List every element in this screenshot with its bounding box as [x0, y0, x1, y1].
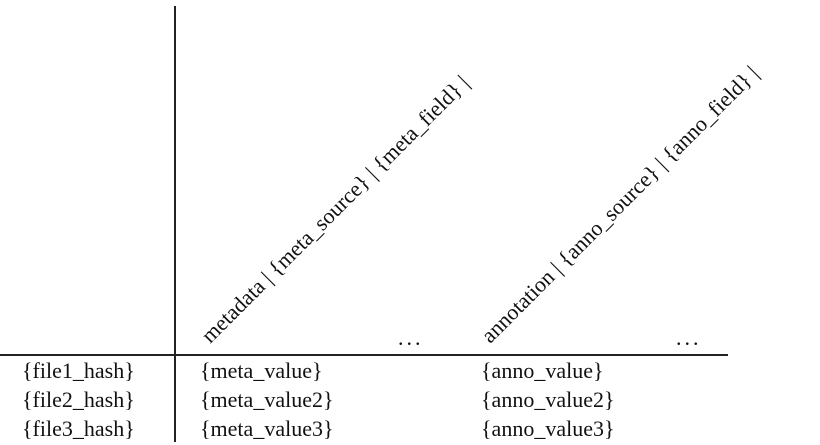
table-row-1-hash: {file1_hash} [22, 358, 135, 383]
table-row-1-meta: {meta_value} [200, 358, 323, 383]
table-row-2-meta: {meta_value2} [200, 387, 334, 412]
table-row-3-hash: {file3_hash} [22, 416, 135, 441]
annotation-column-header: annotation | {anno_source} | {anno_field… [476, 60, 764, 348]
vertical-divider [174, 6, 176, 442]
table-row-1-anno: {anno_value} [481, 358, 604, 383]
table-row-3-anno: {anno_value3} [481, 416, 615, 441]
metadata-column-header: metadata | {meta_source} | {meta_field} … [196, 70, 474, 348]
table-row-2-hash: {file2_hash} [22, 387, 135, 412]
ellipsis-metadata: ... [398, 325, 424, 350]
table-row-2-anno: {anno_value2} [481, 387, 615, 412]
header-rule [0, 354, 728, 356]
ellipsis-annotation: ... [676, 325, 702, 350]
table-row-3-meta: {meta_value3} [200, 416, 334, 441]
